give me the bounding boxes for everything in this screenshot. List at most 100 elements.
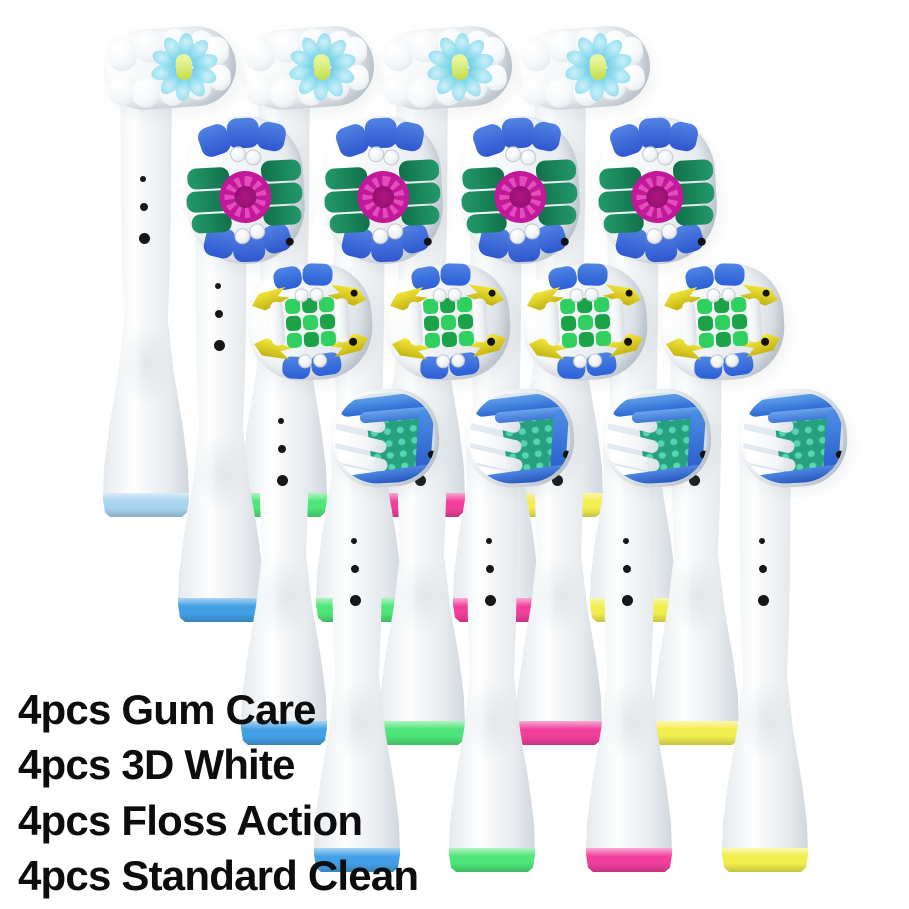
brush-head-gum-care	[239, 23, 377, 113]
blue-bristle-cluster	[226, 117, 260, 149]
handle-gloss	[748, 428, 761, 872]
white-bristle-bar	[609, 297, 626, 343]
green-bristle-cluster	[561, 332, 578, 349]
bristle-face	[332, 390, 438, 486]
green-bristle-cluster	[731, 313, 748, 330]
handle-gloss	[267, 310, 280, 745]
handle-dot	[278, 418, 284, 424]
blue-bristle-cluster	[714, 263, 745, 287]
brush-head-3d-white	[457, 113, 583, 267]
handle-indent	[586, 428, 672, 872]
white-bristle-bar	[472, 297, 489, 343]
toothbrush-3d-white-1	[171, 113, 308, 622]
handle-dot	[277, 475, 288, 486]
green-bristle-cluster	[441, 331, 458, 348]
green-bristle-cluster	[672, 159, 714, 183]
blue-bristle-cluster	[577, 263, 608, 287]
green-bristle-cluster	[714, 314, 731, 331]
handle-indent	[722, 428, 808, 872]
green-bristle-cluster	[458, 330, 475, 347]
handle-gloss	[129, 70, 142, 517]
handle-gloss	[340, 428, 353, 872]
green-bristle-cluster	[594, 313, 611, 330]
green-bristle-cluster	[466, 212, 508, 234]
green-bristle-cluster	[578, 331, 595, 348]
brush-head-standard-clean	[736, 386, 850, 490]
brush-head-floss-action	[383, 260, 513, 384]
brush-head-standard-clean	[463, 386, 577, 490]
green-bristle-cluster	[577, 314, 594, 331]
handle-color-ring	[653, 721, 739, 745]
handle-dot	[215, 283, 221, 289]
green-bristle-cluster	[423, 315, 440, 332]
handle-dot	[485, 595, 496, 606]
handle-indent	[314, 428, 400, 872]
brush-head-floss-action	[245, 260, 375, 384]
bristle-anchor-hole	[697, 237, 706, 246]
handle-dot	[623, 538, 629, 544]
blue-bristle-cluster	[638, 117, 672, 149]
handle-gloss	[475, 428, 488, 872]
flower-center-bristle	[313, 53, 331, 81]
handle-dot	[622, 595, 633, 606]
toothbrush-gum-care-1	[96, 23, 239, 517]
blue-bristle-cluster	[302, 263, 333, 287]
handle-gloss	[204, 185, 217, 622]
green-bristle-cluster	[440, 314, 457, 331]
handle-color-ring	[722, 848, 808, 872]
handle-dot	[351, 565, 359, 573]
handle-dot	[759, 565, 767, 573]
handle-dot	[278, 445, 286, 453]
handle-color-ring	[103, 493, 189, 517]
bristle-anchor-hole	[285, 237, 294, 246]
handle-dot	[689, 475, 700, 486]
handle-color-ring	[379, 721, 465, 745]
green-bristle-cluster	[260, 159, 302, 183]
brush-head-gum-care	[515, 23, 653, 113]
green-bristle-cluster	[457, 313, 474, 330]
handle-dot	[140, 203, 148, 211]
green-bristle-cluster	[560, 315, 577, 332]
handle	[449, 428, 535, 872]
handle-gloss	[612, 428, 625, 872]
white-bristle-bar	[544, 301, 561, 347]
green-bristle-cluster	[732, 330, 749, 347]
handle-dot	[139, 233, 150, 244]
white-bristle-bar	[334, 297, 351, 343]
brush-head-floss-action	[657, 260, 787, 384]
bristle-face	[467, 390, 573, 486]
handle	[722, 428, 808, 872]
blue-bristle-cluster	[440, 263, 471, 287]
handle-dot	[486, 565, 494, 573]
bristle-anchor-hole	[560, 237, 569, 246]
bristle-face	[740, 390, 846, 486]
handle-dot	[215, 310, 223, 318]
handle-color-ring	[586, 848, 672, 872]
green-bristle-cluster	[698, 332, 715, 349]
green-bristle-cluster	[424, 332, 441, 349]
bristle-face	[604, 390, 710, 486]
green-bristle-cluster	[319, 313, 336, 330]
brush-head-standard-clean	[600, 386, 714, 490]
green-bristle-cluster	[715, 331, 732, 348]
handle-dot	[623, 565, 631, 573]
toothbrush-floss-action-2	[372, 260, 513, 745]
blue-bristle-cluster	[364, 117, 398, 149]
green-bristle-cluster	[595, 330, 612, 347]
toothbrush-floss-action-1	[234, 260, 375, 745]
toothbrush-floss-action-4	[646, 260, 787, 745]
handle-dot	[759, 538, 765, 544]
green-bristle-cluster	[603, 212, 645, 234]
flower-center-bristle	[451, 53, 469, 81]
white-bristle-bar	[269, 301, 286, 347]
brush-head-3d-white	[182, 113, 308, 267]
handle	[314, 428, 400, 872]
handle-color-ring	[314, 848, 400, 872]
flower-center-bristle	[589, 53, 607, 81]
brush-head-floss-action	[520, 260, 650, 384]
handle-dot	[758, 595, 769, 606]
handle-dot	[351, 538, 357, 544]
white-bristle-bar	[407, 301, 424, 347]
green-bristle-cluster	[329, 212, 371, 234]
green-bristle-cluster	[398, 159, 440, 183]
